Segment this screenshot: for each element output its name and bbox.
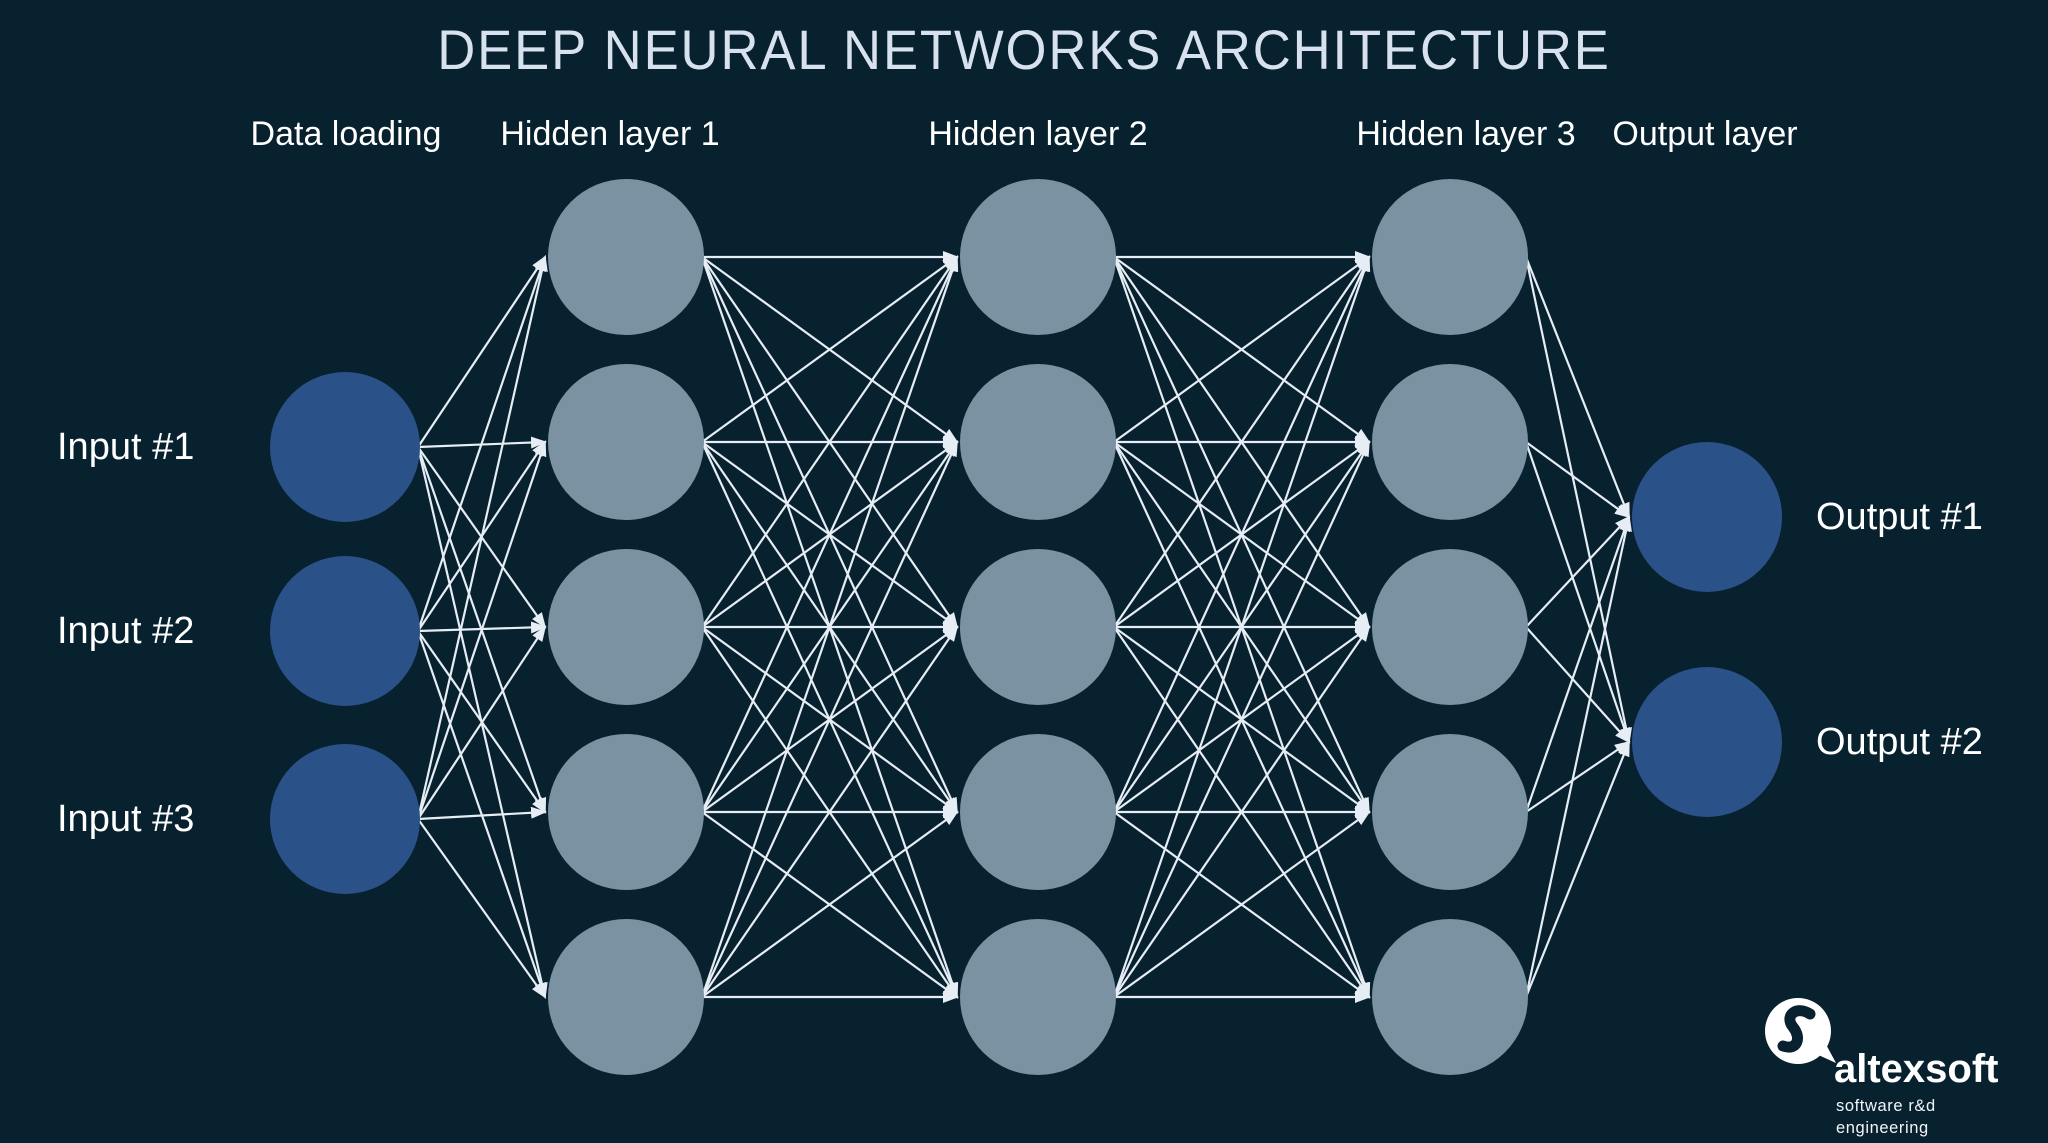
output-node-1 [1632,442,1782,592]
edge-hidden2-3-to-hidden3-1 [1113,255,1371,628]
hidden1-node-1 [548,179,704,335]
edge-hidden3-5-to-output-2 [1524,740,1631,998]
edge-hidden2-5-to-hidden3-1 [1112,255,1371,998]
edge-hidden2-5-to-hidden3-2 [1113,440,1370,998]
hidden2-node-5 [960,919,1116,1075]
edge-input-2-to-hidden1-5 [416,630,547,999]
input-label-3: Input #3 [57,798,195,840]
edge-hidden1-2-to-hidden2-1 [701,255,959,443]
layer-label-hidden1: Hidden layer 1 [500,115,720,153]
edge-hidden1-5-to-hidden2-1 [700,255,959,998]
altexsoft-logo-icon [1765,998,1836,1064]
altexsoft-logo: altexsoft software r&d engineering [1762,997,2024,1137]
edge-hidden3-1-to-output-2 [1524,256,1632,744]
edge-hidden1-3-to-hidden2-1 [701,255,959,628]
input-label-1: Input #1 [57,426,195,468]
output-label-1: Output #1 [1816,496,1983,538]
edge-hidden3-1-to-output-1 [1524,256,1631,519]
edge-hidden2-4-to-hidden3-1 [1113,255,1370,813]
hidden2-node-1 [960,179,1116,335]
logo-tagline-text: software r&d engineering [1836,1097,1936,1137]
layer-label-input: Data loading [250,115,442,153]
edge-hidden1-5-to-hidden2-3 [701,625,959,998]
layer-label-hidden3: Hidden layer 3 [1356,115,1576,153]
hidden1-node-3 [548,549,704,705]
edge-hidden3-2-to-output-1 [1525,441,1631,519]
input-node-3 [270,744,420,894]
edge-hidden3-2-to-output-2 [1524,441,1631,744]
edge-hidden1-5-to-hidden2-4 [701,810,959,998]
edge-hidden2-2-to-hidden3-1 [1113,255,1371,443]
input-label-2: Input #2 [57,610,195,652]
edges-group [416,251,1632,1003]
hidden1-node-5 [548,919,704,1075]
layer-label-output: Output layer [1612,115,1798,153]
hidden2-node-2 [960,364,1116,520]
edge-hidden3-5-to-output-1 [1524,515,1632,998]
hidden1-node-4 [548,734,704,890]
hidden3-node-3 [1372,549,1528,705]
input-node-2 [270,556,420,706]
edge-input-3-to-hidden1-2 [416,440,547,820]
nodes-group [270,179,1782,1075]
edge-input-3-to-hidden1-1 [416,255,548,820]
hidden1-node-2 [548,364,704,520]
edge-hidden3-3-to-output-2 [1525,626,1631,744]
hidden2-node-3 [960,549,1116,705]
edge-input-2-to-hidden1-1 [416,255,547,632]
edge-hidden3-4-to-output-1 [1524,515,1631,813]
hidden3-node-5 [1372,919,1528,1075]
hidden3-node-4 [1372,734,1528,890]
page-title: DEEP NEURAL NETWORKS ARCHITECTURE [437,18,1611,81]
hidden2-node-4 [960,734,1116,890]
layer-label-hidden2: Hidden layer 2 [928,115,1148,153]
edge-hidden3-4-to-output-2 [1525,740,1631,813]
logo-brand-text: altexsoft [1834,1047,1999,1091]
edge-hidden3-3-to-output-1 [1525,515,1631,628]
edge-hidden1-5-to-hidden2-2 [701,440,958,998]
input-node-1 [270,372,420,522]
output-node-2 [1632,667,1782,817]
edge-hidden1-4-to-hidden2-1 [701,255,958,813]
edge-hidden2-5-to-hidden3-3 [1113,625,1371,998]
edge-input-1-to-hidden1-1 [417,255,547,448]
edge-hidden2-5-to-hidden3-4 [1113,810,1371,998]
edge-input-3-to-hidden1-4 [417,806,547,821]
edge-input-3-to-hidden1-5 [417,818,547,999]
output-label-2: Output #2 [1816,721,1983,763]
hidden3-node-2 [1372,364,1528,520]
edge-input-3-to-hidden1-3 [417,625,547,820]
hidden3-node-1 [1372,179,1528,335]
